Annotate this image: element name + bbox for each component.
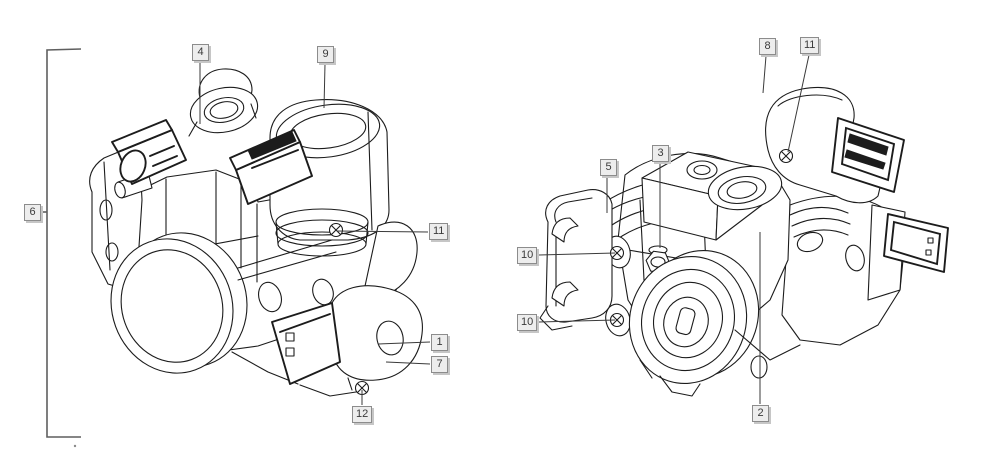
- left-connector: [112, 120, 186, 185]
- callout-label-7: 7: [431, 356, 448, 373]
- callout-label-12: 12: [352, 406, 373, 423]
- tps-connector: [272, 303, 340, 384]
- callout-label-4: 4: [192, 44, 209, 61]
- right-connector: [884, 214, 948, 272]
- callout-label-2: 2: [752, 405, 769, 422]
- callout-label-3: 3: [652, 145, 669, 162]
- callout-label-11-right: 11: [800, 37, 820, 54]
- sensor-connector: [832, 118, 904, 192]
- stray-mark: [73, 444, 77, 448]
- callout-label-11-left: 11: [429, 223, 449, 240]
- callout-label-1: 1: [431, 334, 448, 351]
- callout-6-bracket: [42, 49, 81, 448]
- callout-label-8: 8: [759, 38, 776, 55]
- center-connector: [230, 130, 312, 204]
- callout-label-9: 9: [317, 46, 334, 63]
- screw-11-right: [778, 148, 794, 164]
- callout-label-10-upper: 10: [517, 247, 538, 264]
- callout-label-5: 5: [600, 159, 617, 176]
- left-view-illustration: [90, 69, 423, 396]
- callout-label-10-lower: 10: [517, 314, 538, 331]
- callout-label-6: 6: [24, 204, 41, 221]
- screw-11-left: [328, 222, 344, 238]
- leader-lines: [200, 55, 809, 405]
- right-view-illustration: [540, 88, 948, 399]
